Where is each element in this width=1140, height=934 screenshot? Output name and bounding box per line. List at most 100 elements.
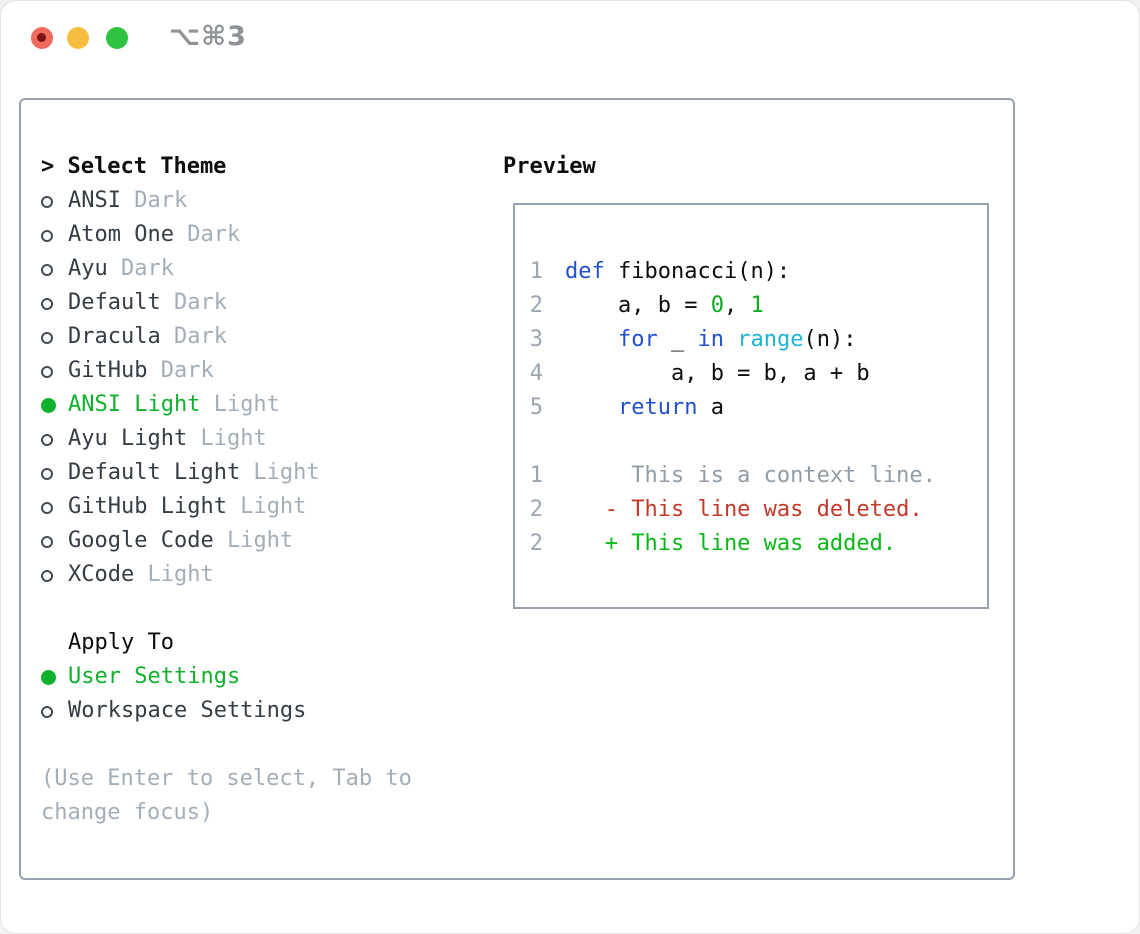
theme-option-google-code[interactable]: Google Code Light	[41, 524, 481, 558]
window-shortcut-label: ⌥⌘3	[169, 21, 247, 52]
code-token-pl: (n):	[803, 327, 857, 352]
zoom-button[interactable]	[106, 27, 128, 49]
code-token-pl	[565, 395, 618, 420]
theme-option-default-light[interactable]: Default Light Light	[41, 456, 481, 490]
radio-dot-empty	[41, 366, 53, 378]
item-label: Workspace Settings	[68, 698, 307, 723]
item-variant-label: Light	[240, 460, 320, 485]
theme-option-github-light[interactable]: GitHub Light Light	[41, 490, 481, 524]
code-token-num: 0	[710, 293, 724, 318]
item-label: Dracula	[68, 324, 161, 349]
radio-dot-empty	[41, 434, 53, 446]
line-number: 1	[529, 463, 543, 488]
apply-to-header: Apply To	[68, 630, 174, 655]
theme-option-ansi[interactable]: ANSI Dark	[41, 184, 481, 218]
line-number: 2	[529, 293, 543, 318]
radio-icon[interactable]	[41, 490, 68, 524]
theme-option-atom-one[interactable]: Atom One Dark	[41, 218, 481, 252]
code-line: 2 a, b = 0, 1	[529, 289, 987, 323]
radio-icon[interactable]	[41, 354, 68, 388]
theme-option-ansi-light[interactable]: ANSI Light Light	[41, 388, 481, 422]
radio-icon[interactable]	[41, 558, 68, 592]
item-label: User Settings	[68, 664, 241, 689]
keyboard-hint: (Use Enter to select, Tab to change focu…	[41, 766, 412, 825]
theme-option-xcode[interactable]: XCode Light	[41, 558, 481, 592]
code-token-fn: range	[737, 327, 804, 352]
radio-dot-empty	[41, 706, 53, 718]
theme-option-ayu[interactable]: Ayu Dark	[41, 252, 481, 286]
item-variant-label: Dark	[160, 324, 227, 349]
code-token-kw: for	[617, 327, 658, 352]
code-line: 4 a, b = b, a + b	[529, 357, 987, 391]
code-token-pl: a	[697, 395, 724, 420]
item-label: GitHub Light	[68, 494, 227, 519]
item-label: Default Light	[68, 460, 241, 485]
item-variant-label: Dark	[147, 358, 214, 383]
apply-option-workspace-settings[interactable]: Workspace Settings	[41, 694, 481, 728]
code-line: 2 - This line was deleted.	[529, 493, 987, 527]
radio-icon[interactable]	[41, 286, 68, 320]
theme-option-dracula[interactable]: Dracula Dark	[41, 320, 481, 354]
apply-option-user-settings[interactable]: User Settings	[41, 660, 481, 694]
line-number: 3	[529, 327, 543, 352]
code-token-kw: return	[617, 395, 698, 420]
radio-dot-filled	[41, 398, 56, 413]
item-label: Ayu Light	[68, 426, 188, 451]
item-variant-label: Dark	[173, 222, 241, 247]
radio-dot-empty	[41, 264, 53, 276]
item-label: ANSI	[68, 188, 121, 213]
theme-option-default[interactable]: Default Dark	[41, 286, 481, 320]
theme-option-ayu-light[interactable]: Ayu Light Light	[41, 422, 481, 456]
item-variant-label: Light	[226, 494, 307, 519]
apply-to-header-row: Apply To	[41, 626, 481, 660]
line-number: 5	[529, 395, 543, 420]
code-line	[529, 425, 987, 459]
radio-dot-empty	[41, 468, 53, 480]
minimize-button[interactable]	[67, 27, 89, 49]
radio-dot-empty	[41, 570, 53, 582]
item-variant-label: Dark	[107, 256, 174, 281]
radio-dot-empty	[41, 332, 53, 344]
radio-icon[interactable]	[41, 422, 68, 456]
radio-icon[interactable]	[41, 524, 68, 558]
close-button[interactable]	[31, 27, 53, 49]
radio-icon[interactable]	[41, 252, 68, 286]
radio-dot-empty	[41, 502, 53, 514]
item-label: Google Code	[68, 528, 214, 553]
item-label: ANSI Light	[68, 392, 201, 417]
radio-dot-empty	[41, 298, 53, 310]
radio-selected-icon[interactable]	[41, 388, 68, 422]
code-token-pl	[724, 327, 737, 352]
code-token-add: + This line was added.	[565, 531, 897, 556]
item-label: GitHub	[68, 358, 148, 383]
code-line: 1 This is a context line.	[529, 459, 987, 493]
item-label: Ayu	[68, 256, 108, 281]
item-variant-label: Light	[213, 528, 294, 553]
item-label: XCode	[68, 562, 135, 587]
radio-icon[interactable]	[41, 184, 68, 218]
code-token-ctx: This is a context line.	[565, 463, 936, 488]
radio-icon[interactable]	[41, 456, 68, 490]
code-token-pl: a, b = b, a + b	[565, 361, 870, 386]
radio-icon[interactable]	[41, 694, 68, 728]
code-token-kw: in	[697, 327, 724, 352]
item-variant-label: Dark	[160, 290, 227, 315]
radio-selected-icon[interactable]	[41, 660, 68, 694]
line-number: 1	[529, 259, 543, 284]
radio-icon[interactable]	[41, 320, 68, 354]
line-number: 2	[529, 497, 543, 522]
code-token-pl: ,	[723, 293, 751, 318]
code-token-del: - This line was deleted.	[565, 497, 923, 522]
radio-icon[interactable]	[41, 218, 68, 252]
radio-dot-filled	[41, 670, 56, 685]
preview-header: Preview	[503, 154, 596, 179]
title-bar: ⌥⌘3	[1, 1, 1139, 76]
theme-option-github[interactable]: GitHub Dark	[41, 354, 481, 388]
